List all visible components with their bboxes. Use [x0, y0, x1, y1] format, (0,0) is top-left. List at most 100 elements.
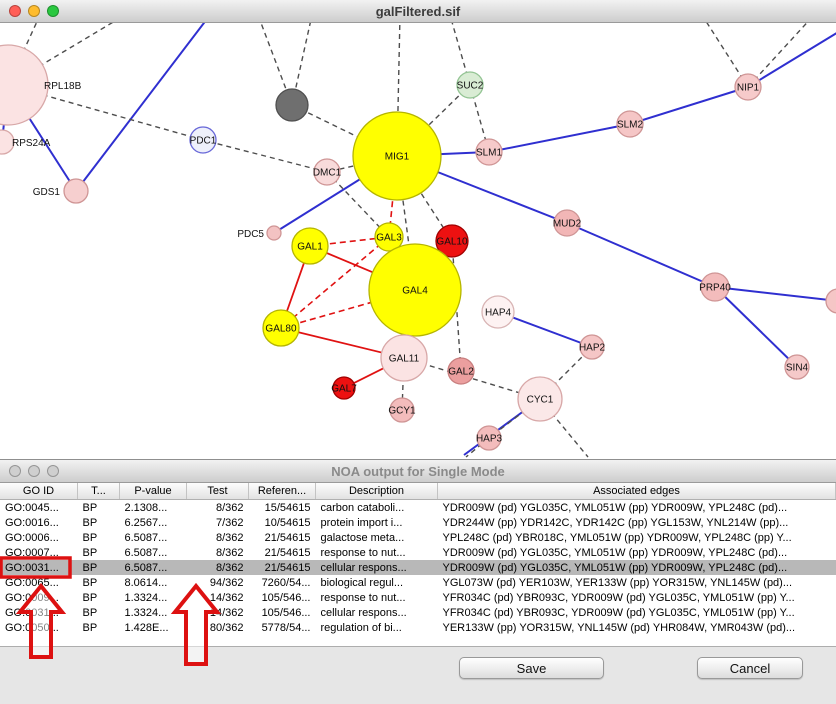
zoom-button[interactable] — [47, 5, 59, 17]
cell: 1.428E... — [119, 620, 187, 635]
node-gcy1[interactable] — [389, 397, 415, 423]
edge[interactable] — [747, 31, 836, 88]
edge[interactable] — [403, 357, 541, 400]
edge[interactable] — [629, 86, 749, 125]
column-header-0[interactable]: GO ID — [0, 483, 78, 500]
cell: BP — [77, 590, 120, 605]
node-slm1[interactable] — [475, 138, 503, 166]
node-gal11[interactable] — [380, 334, 428, 382]
column-header-3[interactable]: Test — [186, 483, 249, 500]
edge[interactable] — [258, 23, 293, 106]
node-rps24a[interactable] — [0, 129, 15, 155]
node-label: PDC1 — [190, 136, 217, 147]
edge[interactable] — [75, 23, 210, 192]
node-gal2[interactable] — [447, 357, 475, 385]
cell: 2.1308... — [119, 499, 187, 515]
column-header-5[interactable]: Description — [315, 483, 438, 500]
edge[interactable] — [488, 123, 631, 153]
node-gds1[interactable] — [63, 178, 89, 204]
column-header-1[interactable]: T... — [77, 483, 120, 500]
edge[interactable] — [714, 286, 836, 302]
edge[interactable] — [280, 236, 390, 329]
edge[interactable] — [747, 23, 814, 88]
node-gal1[interactable] — [291, 227, 329, 265]
edge[interactable] — [7, 84, 204, 141]
node-mig1[interactable] — [352, 111, 442, 201]
node-hap3[interactable] — [476, 425, 502, 451]
node-prp40[interactable] — [700, 272, 730, 302]
minimize-button[interactable] — [28, 465, 40, 477]
node-gal3[interactable] — [374, 222, 404, 252]
node-pdc1[interactable] — [189, 126, 217, 154]
node-edge-right[interactable] — [825, 288, 836, 314]
edge[interactable] — [396, 23, 401, 157]
zoom-button[interactable] — [47, 465, 59, 477]
cell: 8/362 — [186, 545, 249, 560]
node-mud2[interactable] — [553, 209, 581, 237]
node-gal7[interactable] — [332, 376, 356, 400]
edge[interactable] — [202, 139, 328, 173]
node-gal80[interactable] — [262, 309, 300, 347]
cell: 1.3324... — [119, 590, 187, 605]
node-rpl18b[interactable] — [0, 44, 49, 126]
node-cyc1[interactable] — [517, 376, 563, 422]
column-header-4[interactable]: Referen... — [248, 483, 316, 500]
node-gal4[interactable] — [368, 243, 462, 337]
node-hap4[interactable] — [481, 295, 515, 329]
node-pdc5[interactable] — [266, 225, 282, 241]
cell: 14/362 — [186, 590, 249, 605]
save-button[interactable]: Save — [459, 657, 604, 679]
node-label: RPL18B — [44, 81, 82, 92]
cell: YDR009W (pd) YGL035C, YML051W (pp) YDR00… — [437, 560, 836, 575]
node-dmc1[interactable] — [313, 158, 341, 186]
node-suc2[interactable] — [456, 71, 484, 99]
noa-window-titlebar[interactable]: NOA output for Single Mode — [0, 460, 836, 483]
node-gal10[interactable] — [435, 224, 469, 258]
minimize-button[interactable] — [28, 5, 40, 17]
column-header-6[interactable]: Associated edges — [437, 483, 836, 500]
node-label: GAL80 — [265, 324, 297, 335]
edge[interactable] — [396, 84, 471, 157]
edge[interactable] — [396, 155, 453, 242]
node-label: PRP40 — [699, 283, 731, 294]
node-label: GAL2 — [448, 367, 474, 378]
node-label: HAP2 — [579, 343, 606, 354]
node-label: SLM1 — [476, 148, 503, 159]
column-header-2[interactable]: P-value — [119, 483, 187, 500]
node-hap2[interactable] — [579, 334, 605, 360]
edge[interactable] — [566, 222, 716, 288]
node-slm2[interactable] — [616, 110, 644, 138]
cancel-button[interactable]: Cancel — [697, 657, 803, 679]
network-window-titlebar[interactable]: galFiltered.sif — [0, 0, 836, 23]
edge[interactable] — [280, 289, 416, 329]
node-nip1[interactable] — [734, 73, 762, 101]
cell: BP — [77, 620, 120, 635]
node-label: SIN4 — [786, 363, 809, 374]
cell: YDR009W (pd) YGL035C, YML051W (pp) YDR00… — [437, 545, 836, 560]
close-button[interactable] — [9, 465, 21, 477]
edge[interactable] — [497, 311, 593, 348]
cell: 21/54615 — [248, 530, 316, 545]
edge[interactable] — [326, 171, 390, 238]
edge[interactable] — [291, 23, 312, 106]
node-sin4[interactable] — [784, 354, 810, 380]
edge[interactable] — [291, 104, 398, 157]
cell: 6.5087... — [119, 530, 187, 545]
edge[interactable] — [714, 286, 798, 368]
node-gray-node[interactable] — [275, 88, 309, 122]
node-label: HAP4 — [485, 308, 512, 319]
close-button[interactable] — [9, 5, 21, 17]
cell: BP — [77, 545, 120, 560]
node-label: GAL10 — [436, 237, 468, 248]
